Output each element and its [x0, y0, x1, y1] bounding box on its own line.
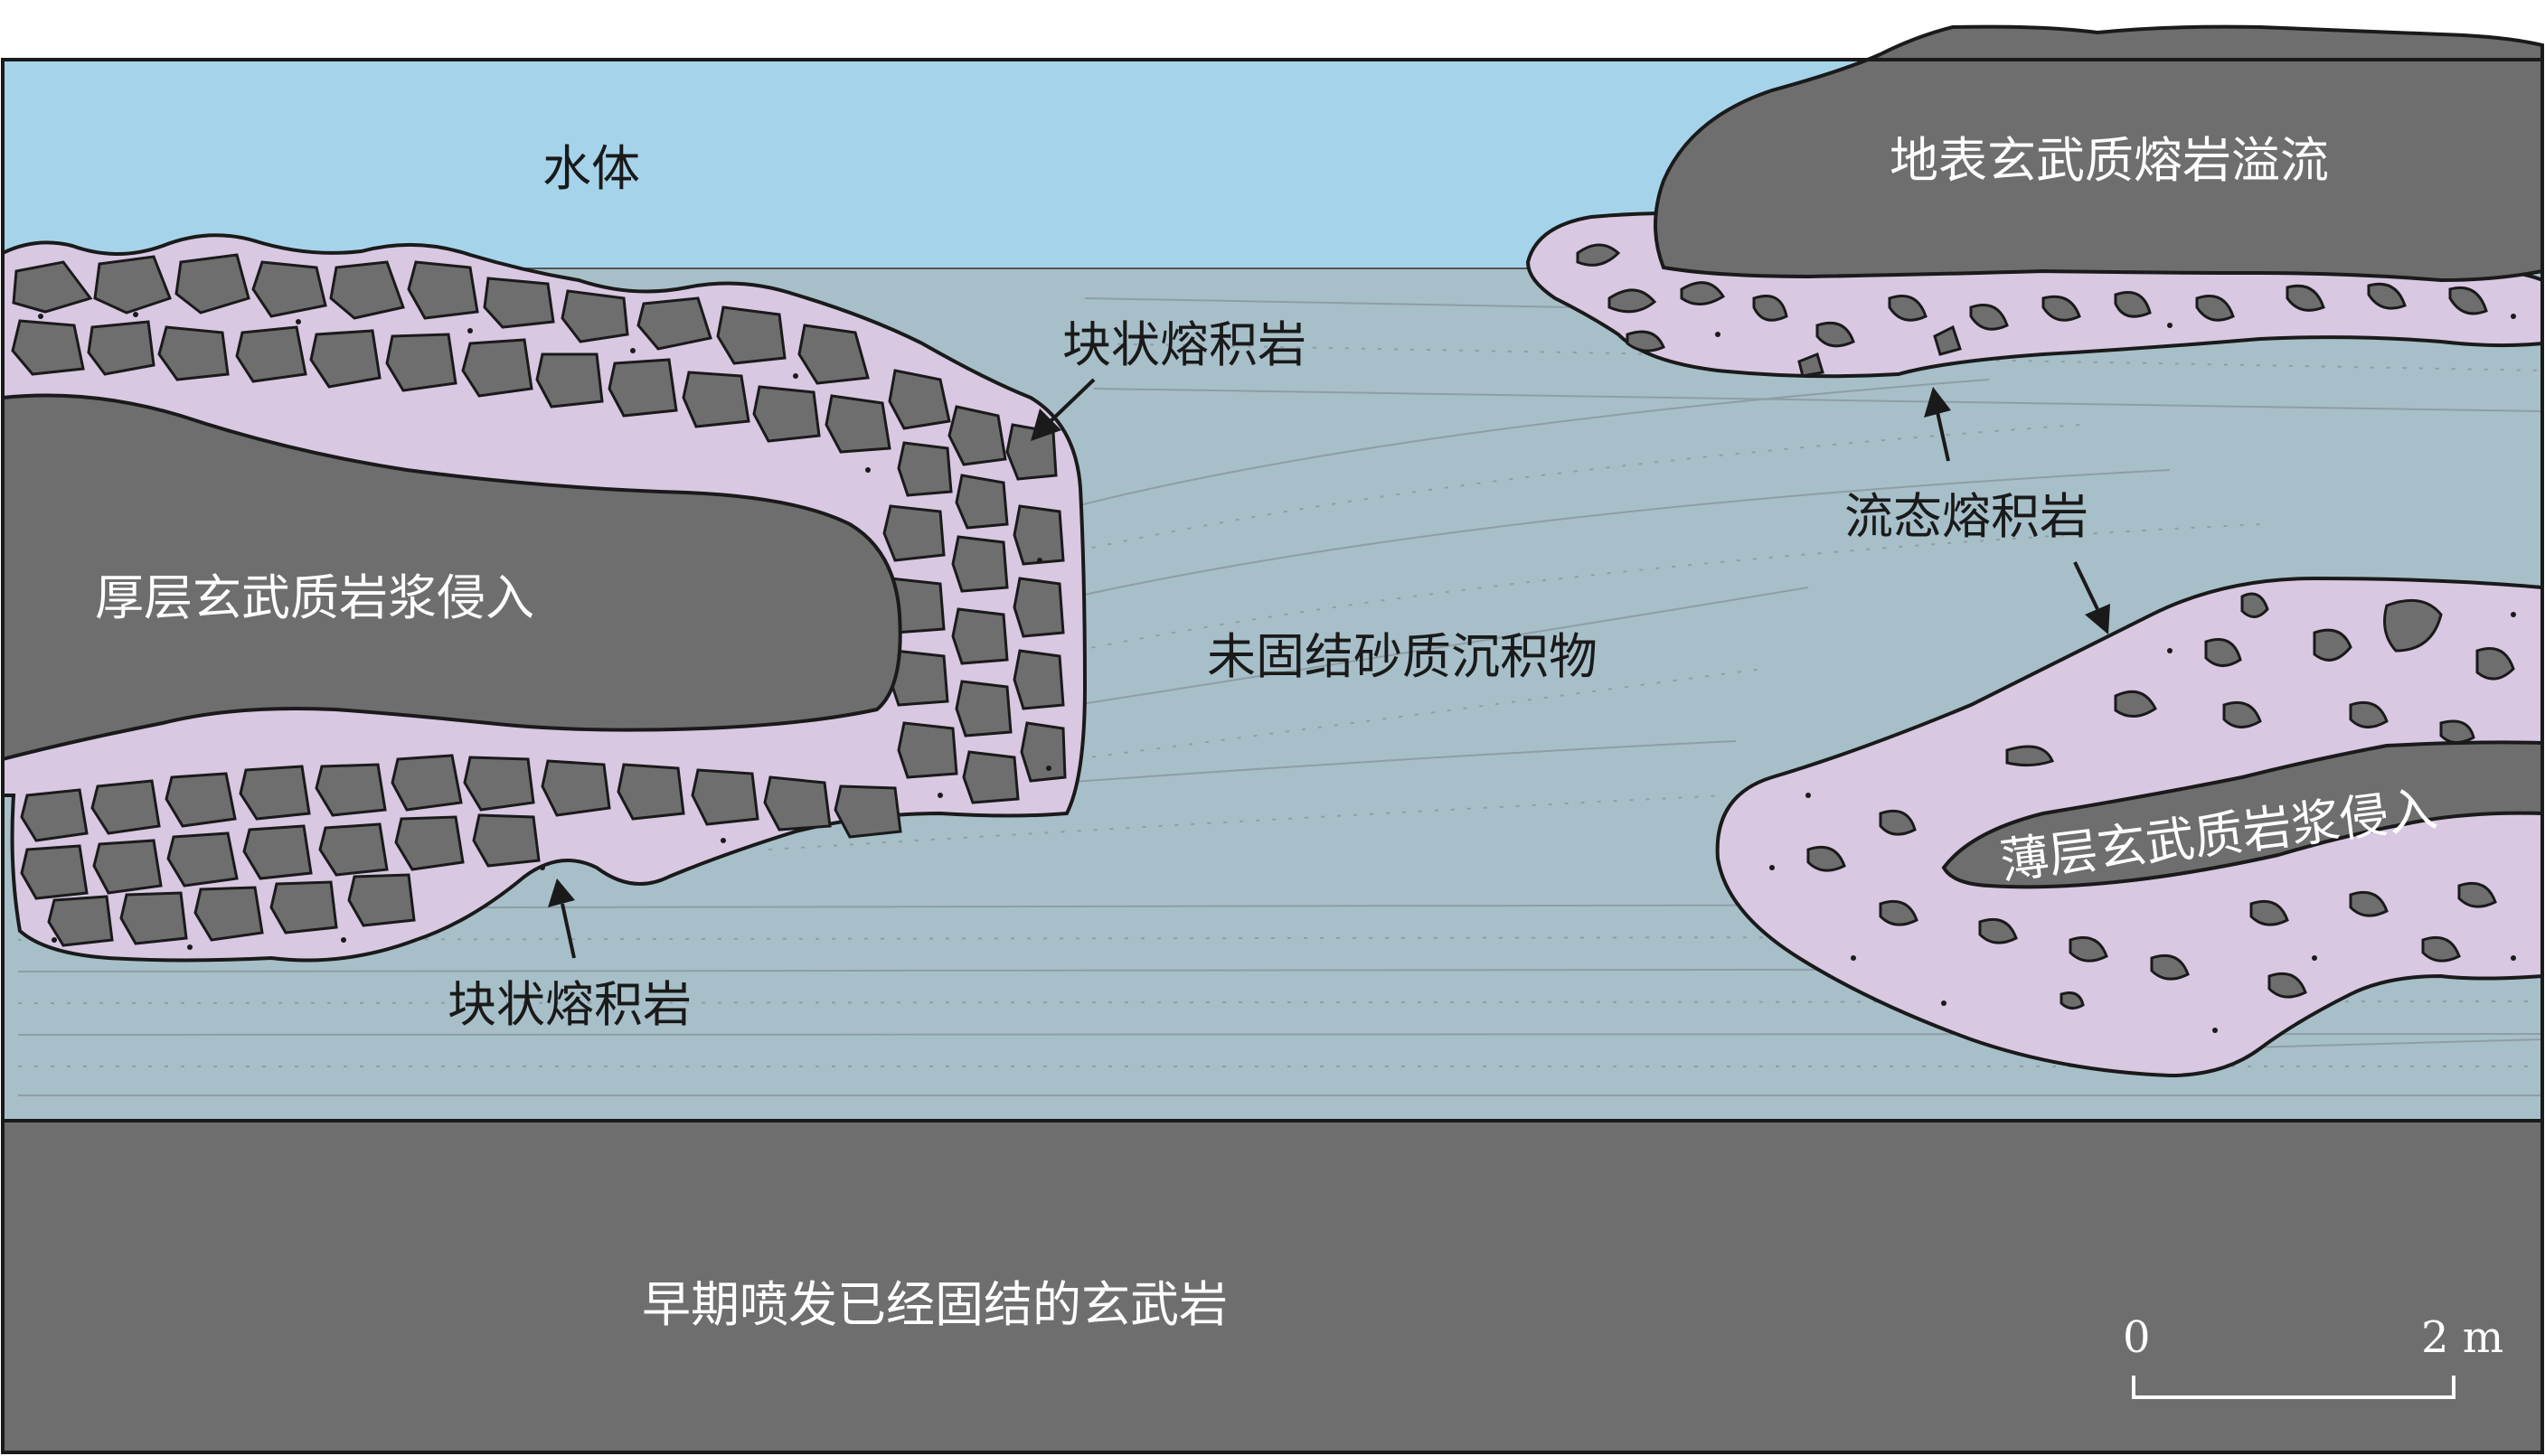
thin-intrusion-body	[1941, 740, 2544, 889]
thick-intrusion-body	[0, 393, 902, 762]
surface-lava-flow	[1654, 24, 2544, 283]
label-water: 水体	[542, 140, 640, 197]
blocky-clasts-right	[882, 504, 1067, 804]
arrow-fluidal-up	[1924, 387, 1951, 462]
blocky-clasts-lower	[20, 754, 902, 947]
label-early-basalt: 早期喷发已经固结的玄武岩	[642, 1276, 1228, 1333]
early-basalt-layer	[3, 1121, 2542, 1452]
fluidal-clasts-lower	[1806, 592, 2515, 1010]
arrow-blocky-lower	[548, 878, 576, 959]
scale-bar-start: 0	[2123, 1312, 2151, 1363]
peperite-dots-right	[1715, 314, 2516, 1033]
annotation-arrows	[548, 378, 2110, 959]
label-blocky-peperite-upper: 块状熔积岩	[1062, 316, 1306, 373]
blocky-clasts-upper	[11, 253, 1058, 530]
fluidal-clasts-upper	[1576, 243, 2488, 378]
label-surface-lava-flow: 地表玄武质熔岩溢流	[1890, 132, 2329, 189]
scale-bar-line	[2132, 1376, 2455, 1399]
peperite-dots-left	[38, 312, 1051, 950]
scale-bar: 0 2 m	[2123, 1312, 2503, 1399]
label-unconsolidated-sediment: 未固结砂质沉积物	[1207, 628, 1598, 685]
scale-bar-end: 2 m	[2421, 1312, 2503, 1363]
arrow-fluidal-down	[2073, 561, 2110, 634]
label-thick-intrusion: 厚层玄武质岩浆侵入	[95, 569, 534, 626]
arrow-blocky-upper	[1031, 378, 1096, 441]
label-blocky-peperite-lower: 块状熔积岩	[448, 976, 692, 1033]
label-fluidal-peperite: 流态熔积岩	[1844, 488, 2088, 545]
diagram-frame	[1, 58, 2544, 1454]
